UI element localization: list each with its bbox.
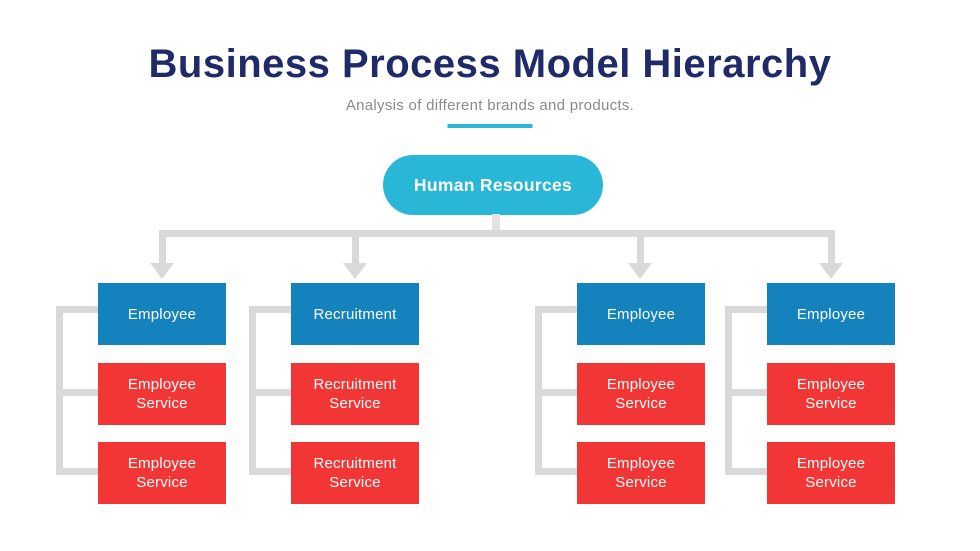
node-label: Employee Service <box>606 376 676 412</box>
node-employee: Employee <box>767 283 895 345</box>
node-recruitment-service: Recruitment Service <box>291 442 419 504</box>
arrow-down-icon <box>819 263 843 279</box>
title-divider <box>447 124 533 128</box>
node-employee-service: Employee Service <box>577 442 705 504</box>
node-label: Employee <box>796 305 866 323</box>
bracket-stub <box>725 306 767 313</box>
bracket-stub <box>249 306 291 313</box>
connector-arrow-stem <box>352 236 359 264</box>
root-node-label: Human Resources <box>413 174 573 195</box>
arrow-down-icon <box>150 263 174 279</box>
page-title: Business Process Model Hierarchy <box>148 42 832 86</box>
root-node-human-resources: Human Resources <box>383 155 603 215</box>
bracket-stub <box>56 306 98 313</box>
bracket-stub <box>725 389 767 396</box>
node-label: Employee <box>606 305 676 323</box>
node-employee-service: Employee Service <box>767 363 895 425</box>
node-label: Recruitment <box>313 305 397 323</box>
bracket-stub <box>249 389 291 396</box>
node-label: Recruitment Service <box>313 376 397 412</box>
bracket-stub <box>725 468 767 475</box>
node-employee-service: Employee Service <box>98 442 226 504</box>
root-connector-stem <box>492 214 500 231</box>
arrow-down-icon <box>628 263 652 279</box>
node-employee-service: Employee Service <box>767 442 895 504</box>
bracket-stub <box>535 389 577 396</box>
node-employee-service: Employee Service <box>98 363 226 425</box>
node-employee: Employee <box>98 283 226 345</box>
node-label: Employee Service <box>127 376 197 412</box>
bracket-stub <box>535 306 577 313</box>
node-label: Employee Service <box>606 455 676 491</box>
connector-trunk-line <box>159 230 835 237</box>
connector-arrow-stem <box>828 236 835 264</box>
node-employee: Employee <box>577 283 705 345</box>
bracket-stub <box>56 468 98 475</box>
page-subtitle: Analysis of different brands and product… <box>345 97 635 114</box>
connector-arrow-stem <box>637 236 644 264</box>
connector-arrow-stem <box>159 236 166 264</box>
node-label: Employee Service <box>796 376 866 412</box>
node-label: Employee Service <box>127 455 197 491</box>
node-recruitment: Recruitment <box>291 283 419 345</box>
bracket-stub <box>56 389 98 396</box>
node-employee-service: Employee Service <box>577 363 705 425</box>
node-label: Employee <box>127 305 197 323</box>
node-label: Employee Service <box>796 455 866 491</box>
bracket-stub <box>535 468 577 475</box>
bracket-stub <box>249 468 291 475</box>
node-recruitment-service: Recruitment Service <box>291 363 419 425</box>
arrow-down-icon <box>343 263 367 279</box>
node-label: Recruitment Service <box>313 455 397 491</box>
